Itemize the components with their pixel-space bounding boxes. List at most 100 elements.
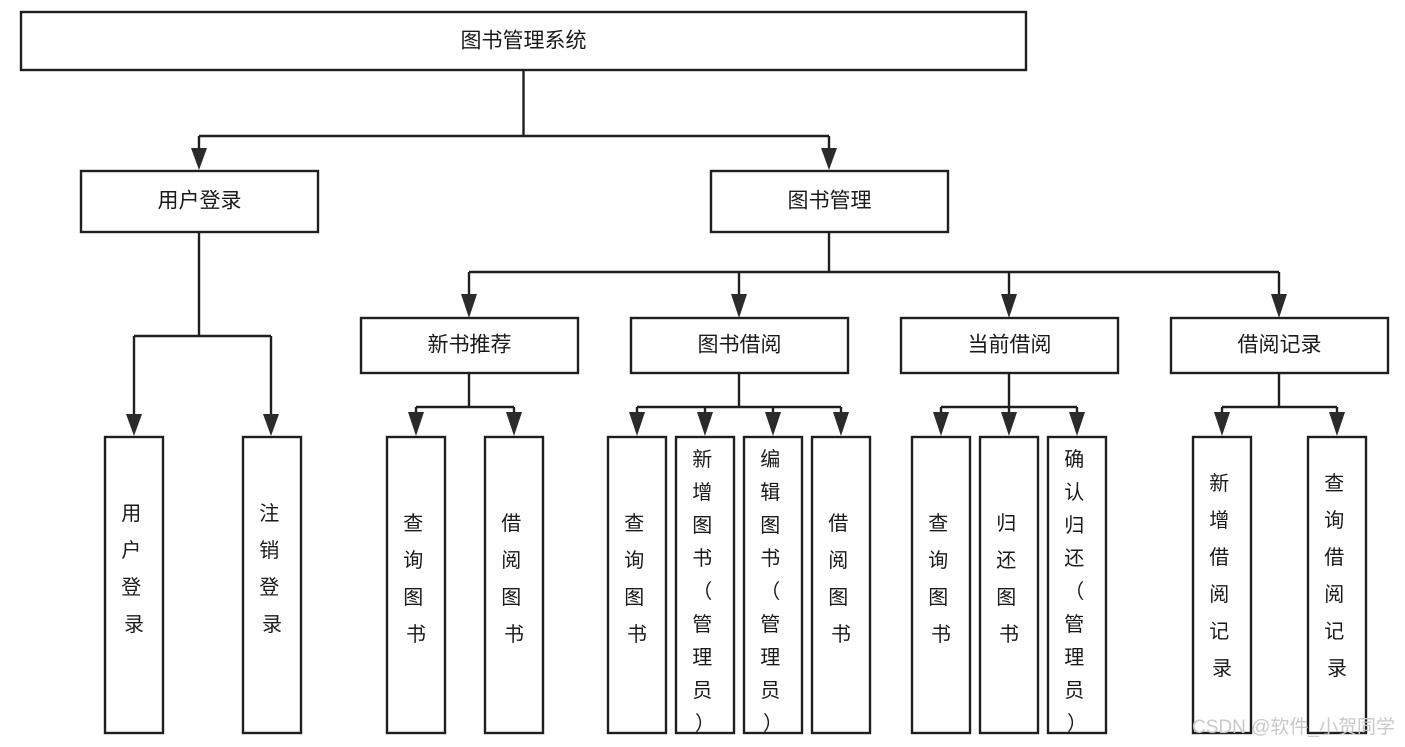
- arrow-icon: [263, 414, 279, 436]
- leaf-char: 借: [501, 512, 521, 535]
- arrow-icon: [126, 414, 142, 436]
- connector-currentborrow-to-leaves: [933, 373, 1085, 436]
- leaf-char: 图: [624, 587, 644, 609]
- leaf-char: ）: [1067, 712, 1087, 735]
- leaf-char: 询: [403, 549, 423, 572]
- leaf-node[interactable]: 查 询 图 书: [385, 435, 447, 735]
- arrow-icon: [1001, 294, 1017, 318]
- leaf-node[interactable]: 归 还 图 书: [978, 435, 1040, 735]
- leaf-char: 注: [259, 502, 279, 525]
- leaf-node[interactable]: 查 询 图 书: [606, 435, 668, 735]
- leaf-node[interactable]: 新 增 借 阅 记 录: [1191, 435, 1253, 735]
- leaf-char: 记: [1209, 620, 1229, 643]
- leaf-char: （: [1064, 580, 1084, 603]
- node-new-book-recommend[interactable]: 新书推荐: [359, 316, 580, 375]
- node-book-management-label: 图书管理: [788, 190, 872, 213]
- leaf-char: 询: [1324, 509, 1344, 532]
- leaf-char: 查: [403, 512, 423, 535]
- arrow-icon: [697, 412, 713, 436]
- node-book-borrow[interactable]: 图书借阅: [629, 316, 850, 375]
- leaf-char: 书: [692, 547, 712, 570]
- node-new-book-recommend-label: 新书推荐: [428, 334, 512, 357]
- node-book-management[interactable]: 图书管理: [709, 169, 950, 234]
- leaf-char: 确: [1064, 448, 1084, 471]
- leaf-char: 新: [1209, 472, 1229, 495]
- leaf-char: 增: [1209, 509, 1229, 532]
- leaf-char: 图: [760, 515, 780, 537]
- connector-root-to-level2: [191, 70, 837, 170]
- leaf-char: 书: [931, 623, 951, 646]
- leaf-char: 书: [999, 623, 1019, 646]
- leaf-char: 阅: [1324, 583, 1344, 606]
- arrow-icon: [1069, 412, 1085, 436]
- arrow-icon: [408, 412, 424, 436]
- leaf-char: 编: [760, 448, 780, 471]
- leaf-label-vertical: 查 询 借 阅 记 录: [1324, 472, 1350, 680]
- leaf-char: 员: [760, 680, 780, 702]
- arrow-icon: [765, 412, 781, 436]
- node-root[interactable]: 图书管理系统: [19, 10, 1028, 72]
- arrow-icon: [461, 294, 477, 318]
- leaf-node[interactable]: 新 增 图 书 （ 管 理 员 ）: [674, 435, 736, 735]
- watermark-text: CSDN @软件_小贺同学: [1192, 716, 1395, 738]
- leaf-char: 图: [501, 587, 521, 609]
- arrow-icon: [629, 412, 645, 436]
- leaf-char: 借: [1324, 546, 1344, 569]
- node-borrow-record-label: 借阅记录: [1238, 334, 1322, 357]
- leaf-char: ）: [763, 712, 783, 735]
- leaf-char: 记: [1324, 620, 1344, 643]
- connector-borrowrecord-to-leaves: [1214, 373, 1345, 436]
- leaf-char: 登: [121, 576, 141, 599]
- leaf-node[interactable]: 用 户 登 录: [103, 435, 165, 735]
- leaf-node[interactable]: 注 销 登 录: [241, 435, 303, 735]
- leaf-char: 理: [1064, 647, 1084, 669]
- leaf-char: 还: [996, 549, 1016, 572]
- leaf-label-vertical: 新 增 借 阅 记 录: [1209, 472, 1235, 680]
- connector-newbook-to-leaves: [408, 373, 522, 436]
- node-borrow-record[interactable]: 借阅记录: [1169, 316, 1390, 375]
- leaf-char: 书: [406, 623, 426, 646]
- arrow-icon: [933, 412, 949, 436]
- leaf-node[interactable]: 借 阅 图 书: [483, 435, 545, 735]
- leaf-char: 理: [760, 647, 780, 669]
- leaf-char: 图: [996, 587, 1016, 609]
- leaf-char: 辑: [760, 481, 780, 504]
- node-root-label: 图书管理系统: [461, 30, 587, 53]
- leaf-label-vertical: 用 户 登 录: [121, 503, 147, 636]
- leaf-char: （: [692, 580, 712, 603]
- arrow-icon: [1271, 294, 1287, 318]
- leaf-char: 销: [259, 539, 279, 562]
- node-book-borrow-label: 图书借阅: [698, 334, 782, 357]
- leaf-node[interactable]: 查 询 图 书: [910, 435, 972, 735]
- leaf-char: 录: [124, 614, 144, 636]
- leaf-char: 理: [692, 647, 712, 669]
- leaf-label-vertical: 查 询 图 书: [624, 512, 650, 646]
- leaf-node[interactable]: 查 询 借 阅 记 录: [1306, 435, 1368, 735]
- node-user-login[interactable]: 用户登录: [79, 169, 320, 234]
- leaf-char: 阅: [828, 549, 848, 572]
- arrow-icon: [731, 294, 747, 318]
- leaf-node[interactable]: 编 辑 图 书 （ 管 理 员 ）: [742, 435, 804, 735]
- arrow-icon: [833, 412, 849, 436]
- leaf-char: 书: [760, 547, 780, 570]
- leaf-label-vertical: 查 询 图 书: [928, 512, 954, 646]
- leaf-char: 图: [928, 587, 948, 609]
- leaf-char: （: [760, 580, 780, 603]
- leaf-char: 认: [1064, 481, 1084, 504]
- leaf-char: 书: [831, 623, 851, 646]
- leaf-char: 阅: [1209, 583, 1229, 606]
- leaf-node[interactable]: 借 阅 图 书: [810, 435, 872, 735]
- leaf-char: 询: [928, 549, 948, 572]
- leaf-label-vertical: 编 辑 图 书 （ 管 理 员 ）: [760, 448, 786, 735]
- leaf-char: 录: [1327, 658, 1347, 680]
- leaf-char: 增: [692, 481, 712, 504]
- leaf-char: 员: [692, 680, 712, 702]
- leaf-node[interactable]: 确 认 归 还 （ 管 理 员 ）: [1046, 435, 1108, 735]
- leaf-char: 管: [692, 613, 712, 636]
- leaf-char: 查: [928, 512, 948, 535]
- node-current-borrow[interactable]: 当前借阅: [899, 316, 1120, 375]
- arrow-icon: [1001, 412, 1017, 436]
- leaf-char: 图: [692, 515, 712, 537]
